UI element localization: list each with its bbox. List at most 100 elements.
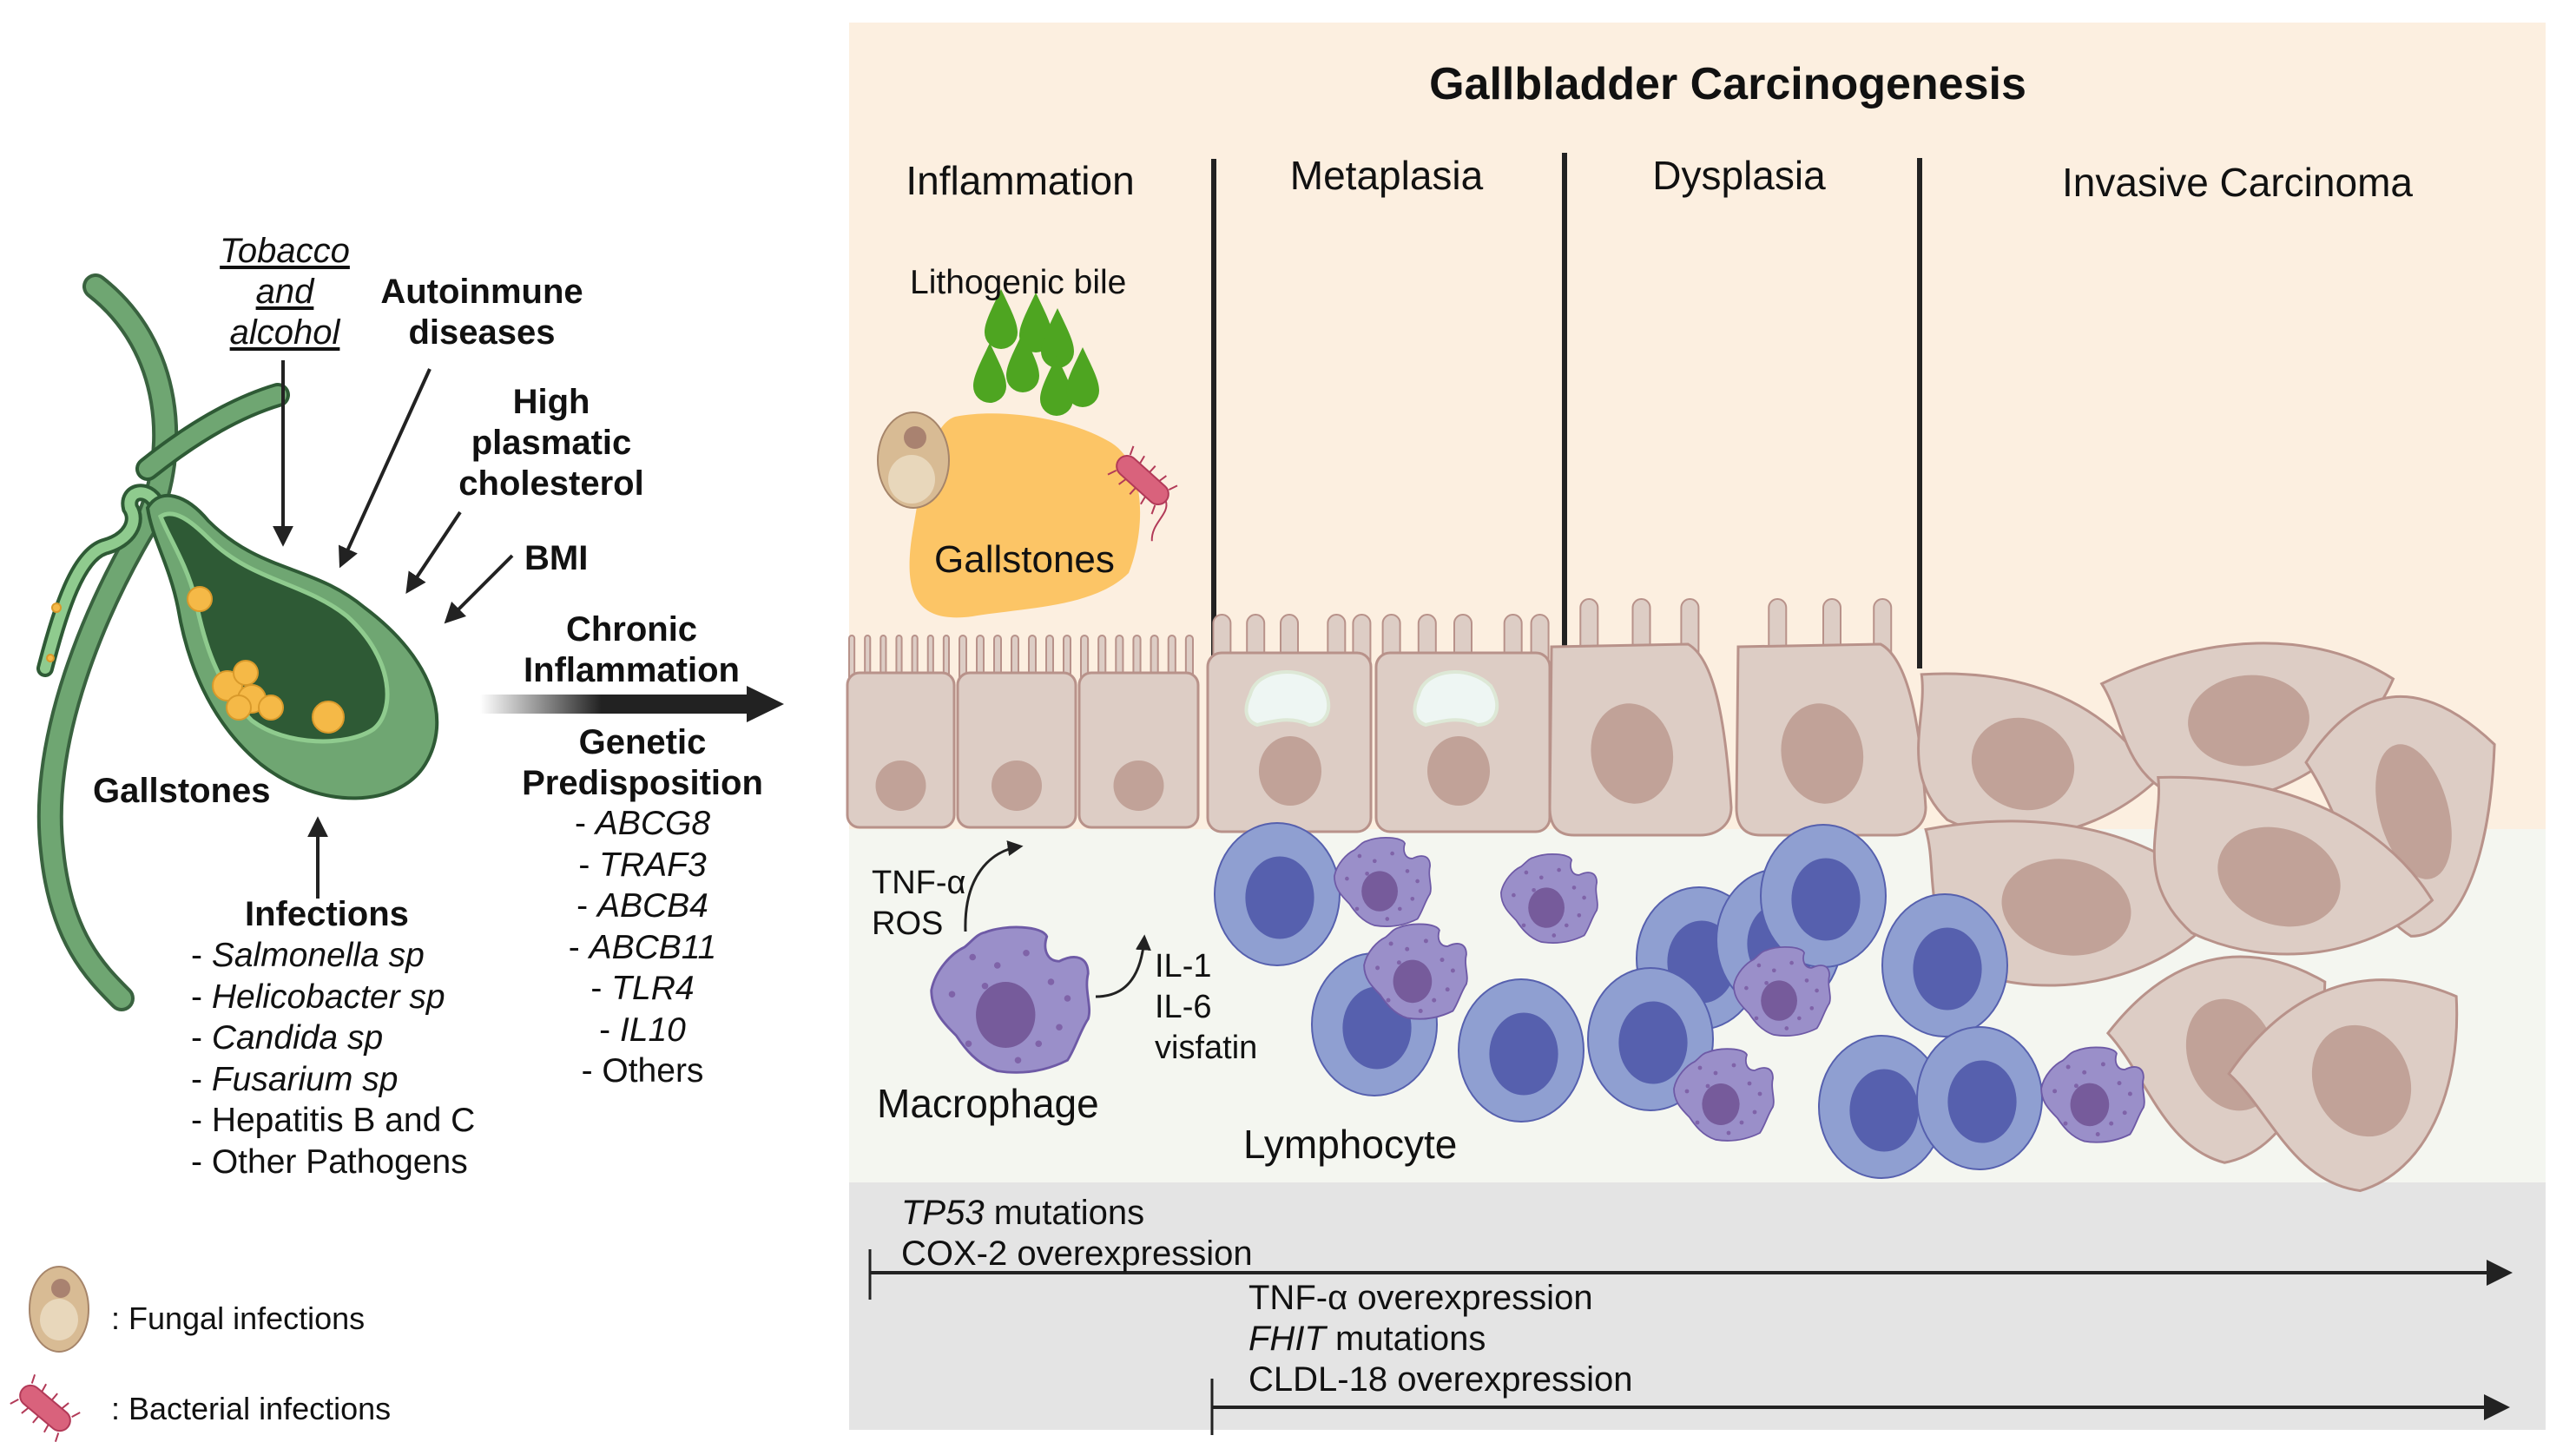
granule bbox=[1764, 980, 1769, 985]
risk-autoimmune: Autoinmune diseases bbox=[373, 272, 590, 353]
timeline-group-1 bbox=[868, 1249, 2513, 1300]
molecular-event: TNF-α overexpression bbox=[1248, 1278, 1632, 1319]
granule bbox=[1390, 851, 1394, 856]
gene-item-text: ABCG8 bbox=[595, 805, 711, 842]
dysplastic-cell bbox=[1735, 598, 1927, 837]
granule bbox=[1014, 1057, 1022, 1064]
risk-cholesterol-line: plasmatic bbox=[471, 424, 632, 462]
nucleus bbox=[875, 761, 926, 811]
lymphocyte-nucleus bbox=[1913, 927, 1982, 1011]
gene-item-text: Others bbox=[602, 1052, 704, 1090]
granule bbox=[1405, 946, 1410, 951]
secretion-item: ROS bbox=[872, 905, 944, 942]
granule bbox=[2109, 1121, 2114, 1126]
lymphocyte-nucleus bbox=[1245, 856, 1314, 939]
risk-cholesterol-line: cholesterol bbox=[458, 464, 644, 503]
immune-cells bbox=[930, 822, 2145, 1179]
granule bbox=[1538, 875, 1544, 880]
macrophage-small bbox=[1334, 837, 1432, 927]
macrophage-secretion-interleukins: IL-1 IL-6 visfatin bbox=[1155, 946, 1257, 1069]
risk-tobacco-line: and bbox=[255, 273, 314, 311]
cell-body bbox=[846, 671, 956, 829]
infection-item-text: Hepatitis B and C bbox=[211, 1102, 476, 1139]
granule bbox=[2082, 1070, 2087, 1075]
gene-item-prefix: - bbox=[576, 887, 597, 925]
secretion-item: TNF-α bbox=[872, 865, 966, 901]
granule bbox=[1731, 1063, 1736, 1068]
granule bbox=[1752, 1109, 1757, 1115]
granule bbox=[1756, 963, 1762, 968]
lymphocyte bbox=[1760, 824, 1887, 968]
granule bbox=[2063, 1121, 2068, 1126]
legend-bacterial-label: : Bacterial infections bbox=[111, 1391, 392, 1426]
granule bbox=[965, 1040, 972, 1048]
nucleus bbox=[1971, 717, 2075, 811]
stage-dysplasia: Dysplasia bbox=[1652, 153, 1826, 198]
macrophage-nucleus bbox=[1528, 887, 1565, 928]
infection-item: - Salmonella sp bbox=[191, 935, 475, 977]
macrophage-label: Macrophage bbox=[877, 1081, 1099, 1126]
lymphocyte-nucleus bbox=[1618, 1001, 1688, 1084]
granule bbox=[1796, 1016, 1802, 1021]
granule bbox=[2073, 1083, 2079, 1089]
macrophage bbox=[930, 925, 1091, 1074]
event-text: COX-2 overexpression bbox=[901, 1235, 1253, 1273]
macrophage-small bbox=[1500, 853, 1598, 944]
lymphocyte-nucleus bbox=[1947, 1060, 2017, 1143]
granule bbox=[993, 962, 1001, 969]
gene-item: - ABCG8 bbox=[521, 803, 764, 845]
arrow-cholesterol bbox=[405, 510, 462, 594]
secretion-item: visfatin bbox=[1155, 1030, 1258, 1066]
granule bbox=[1512, 892, 1516, 898]
event-text: mutations bbox=[1325, 1320, 1486, 1358]
stage-metaplasia: Metaplasia bbox=[1289, 153, 1484, 198]
granule bbox=[2122, 1110, 2127, 1116]
granule bbox=[1784, 1026, 1789, 1030]
infection-item-text: Other Pathogens bbox=[211, 1142, 468, 1181]
nucleus bbox=[1781, 703, 1864, 804]
granule bbox=[1789, 960, 1794, 965]
granule bbox=[1440, 958, 1445, 963]
granule bbox=[948, 991, 956, 998]
macrophage-nucleus bbox=[1393, 959, 1433, 1004]
gene-list: - ABCG8- TRAF3- ABCB4- ABCB11- TLR4- IL1… bbox=[521, 803, 764, 1092]
carcinoma-cell bbox=[2304, 695, 2496, 938]
chronic-inflammation-label: Chronic Inflammation bbox=[486, 609, 777, 691]
granule bbox=[1815, 988, 1819, 993]
nucleus bbox=[1259, 736, 1321, 806]
infections-heading: Infections bbox=[245, 895, 409, 933]
granule bbox=[1744, 985, 1749, 991]
arrow-autoimmune bbox=[338, 368, 432, 569]
gallstones-label: Gallstones bbox=[93, 772, 271, 810]
cell-body bbox=[1077, 671, 1200, 829]
gallstone-blob bbox=[909, 413, 1141, 618]
granule bbox=[1754, 1016, 1759, 1021]
granule bbox=[1410, 896, 1415, 901]
gene-item-prefix: - bbox=[599, 1011, 620, 1049]
infection-item-prefix: - bbox=[191, 1019, 212, 1057]
dysplastic-cell bbox=[1548, 598, 1733, 837]
fungal-cell-icon bbox=[877, 412, 950, 509]
infection-item-text: Fusarium sp bbox=[211, 1060, 399, 1098]
granule bbox=[1521, 923, 1526, 928]
granule bbox=[1388, 941, 1393, 946]
page-title: Gallbladder Carcinogenesis bbox=[1429, 59, 2026, 109]
nucleus bbox=[1591, 703, 1674, 804]
granule bbox=[1372, 859, 1377, 864]
granule bbox=[1385, 917, 1390, 921]
molecular-events-band bbox=[849, 1182, 2546, 1430]
gene-item-prefix: - bbox=[568, 928, 590, 966]
gene-item-text: IL10 bbox=[619, 1011, 686, 1049]
risk-bmi: BMI bbox=[524, 539, 589, 577]
granule bbox=[1354, 906, 1360, 912]
nucleus bbox=[992, 761, 1042, 811]
gene-item-prefix: - bbox=[578, 846, 600, 884]
granule bbox=[1684, 1089, 1690, 1094]
lymphocyte bbox=[1818, 1035, 1945, 1179]
nucleus bbox=[1113, 761, 1164, 811]
stage-inflammation: Inflammation bbox=[906, 158, 1135, 203]
granule bbox=[1035, 1040, 1043, 1048]
